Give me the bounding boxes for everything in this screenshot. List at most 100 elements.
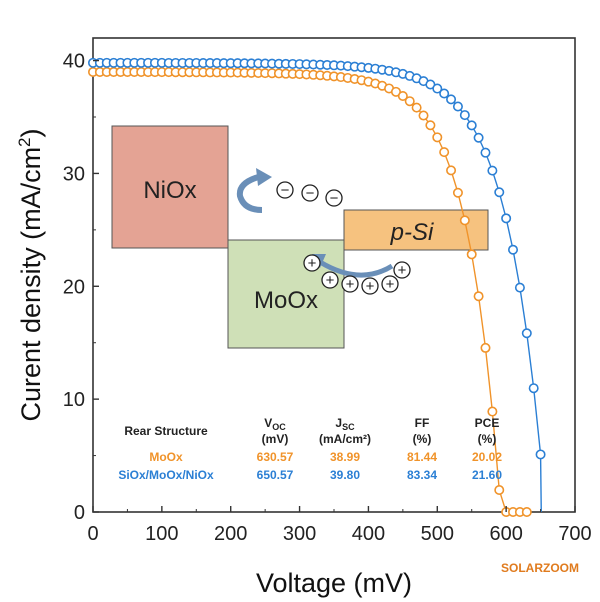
data-point <box>480 342 491 353</box>
electron-arrowhead-icon <box>256 168 272 186</box>
table-header: FF <box>415 416 430 430</box>
table-cell: 39.80 <box>330 468 360 482</box>
table-cell: 38.99 <box>330 450 360 464</box>
hole-icon <box>361 277 379 295</box>
data-point <box>425 120 436 131</box>
hole-icon <box>303 254 321 272</box>
psi-label: p-Si <box>390 219 434 246</box>
x-tick-label: 600 <box>489 523 522 545</box>
watermark: SOLARZOOM <box>501 561 579 575</box>
y-axis-label-sup: 2 <box>15 137 34 146</box>
series-moox <box>88 66 532 517</box>
electron-sign: − <box>330 190 339 207</box>
table-header-sub: OC <box>272 422 286 432</box>
data-point <box>487 165 498 176</box>
series-siox-moox-niox <box>88 57 546 513</box>
data-point <box>432 132 443 143</box>
electron-icon <box>276 181 294 199</box>
hole-icon <box>381 275 399 293</box>
data-point <box>411 102 422 113</box>
data-point <box>446 165 457 176</box>
x-tick-label: 300 <box>283 523 316 545</box>
table-cell: 21.60 <box>472 468 502 482</box>
data-point <box>439 88 450 99</box>
electron-icon <box>301 184 319 202</box>
electron-sign: − <box>306 185 315 202</box>
data-point <box>397 91 408 102</box>
data-point <box>535 449 546 460</box>
x-tick-label: 0 <box>87 523 98 545</box>
data-point <box>452 101 463 112</box>
table-header-sub: SC <box>342 422 355 432</box>
table-header: JSC <box>335 416 355 432</box>
x-axis-label: Voltage (mV) <box>256 568 412 598</box>
table-cell: 650.57 <box>257 468 294 482</box>
y-axis-label-main: Curent density (mA/cm <box>16 147 46 422</box>
table-cell: 83.34 <box>407 468 437 482</box>
data-point <box>514 282 525 293</box>
y-axis-label: Curent density (mA/cm2) <box>15 128 46 421</box>
data-point <box>404 96 415 107</box>
data-point <box>501 213 512 224</box>
data-point <box>487 406 498 417</box>
data-point <box>459 110 470 121</box>
y-tick-label: 40 <box>63 51 85 73</box>
x-tick-label: 400 <box>352 523 385 545</box>
hole-arrow-icon <box>318 259 394 278</box>
table-cell: 630.57 <box>257 450 294 464</box>
y-tick-label: 30 <box>63 163 85 185</box>
data-point <box>473 132 484 143</box>
electron-sign: − <box>281 182 290 199</box>
table-row-label: SiOx/MoOx/NiOx <box>118 468 214 482</box>
moox-block <box>227 239 345 349</box>
axis-ticks: 0 100 200 300 400 500 600 700 0 10 20 30 40 <box>63 51 592 545</box>
x-tick-label: 700 <box>558 523 591 545</box>
table-cell: 20.02 <box>472 450 502 464</box>
table-unit: (mA/cm²) <box>319 432 371 446</box>
data-point <box>494 187 505 198</box>
data-point <box>439 147 450 158</box>
table-header: VOC <box>264 416 286 432</box>
y-tick-label: 10 <box>63 389 85 411</box>
y-axis-label-tail: ) <box>16 128 46 137</box>
hole-sign: + <box>398 262 407 279</box>
data-point <box>466 120 477 131</box>
data-point <box>466 249 477 260</box>
electron-arrow-icon <box>236 173 263 213</box>
x-tick-label: 500 <box>421 523 454 545</box>
hole-icon <box>321 271 339 289</box>
data-point <box>452 187 463 198</box>
y-tick-label: 0 <box>74 502 85 524</box>
hole-icon <box>341 275 359 293</box>
data-point <box>480 147 491 158</box>
hole-sign: + <box>326 272 335 289</box>
table-unit: (mV) <box>262 432 289 446</box>
data-point <box>459 215 470 226</box>
performance-table: Rear Structure VOC(mV) JSC(mA/cm²) FF (%) PCE… <box>118 416 502 482</box>
table-row-label: MoOx <box>149 450 183 464</box>
data-point <box>521 506 532 517</box>
table-header: PCE <box>475 416 500 430</box>
data-point <box>473 291 484 302</box>
y-tick-label: 20 <box>63 276 85 298</box>
hole-sign: + <box>346 276 355 293</box>
table-unit: (%) <box>478 432 497 446</box>
x-tick-label: 200 <box>214 523 247 545</box>
data-point <box>508 244 519 255</box>
data-point <box>521 328 532 339</box>
niox-block <box>111 125 229 249</box>
x-tick-label: 100 <box>145 523 178 545</box>
series-layer <box>88 57 546 517</box>
hole-icon <box>393 261 411 279</box>
moox-label: MoOx <box>254 287 318 314</box>
hole-sign: + <box>386 276 395 293</box>
data-point <box>494 484 505 495</box>
hole-sign: + <box>308 255 317 272</box>
data-point <box>432 83 443 94</box>
hole-sign: + <box>366 278 375 295</box>
table-header: Rear Structure <box>124 424 208 438</box>
band-diagram-inset: NiOx MoOx p-Si −−−++++++ <box>111 125 489 349</box>
data-point <box>418 110 429 121</box>
electron-icon <box>325 189 343 207</box>
